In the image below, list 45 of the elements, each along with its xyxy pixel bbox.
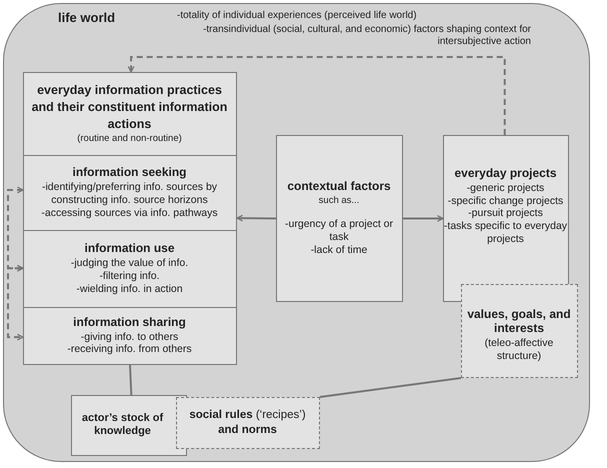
practices-box <box>22 72 236 156</box>
arrow <box>403 215 444 222</box>
body-text: -giving info. to others <box>80 330 178 344</box>
heading-text: information sharing <box>73 314 186 330</box>
information-use-box <box>22 230 236 308</box>
note-text: -totality of individual experiences (perceived life world) <box>177 10 418 22</box>
heading-text: information seeking <box>72 165 187 180</box>
social-rules-box <box>176 396 320 448</box>
life-world-container <box>3 3 590 462</box>
note-text: -transindividual (social, cultural, and economic) factors shaping context for intersubjective action <box>202 24 531 48</box>
container-title: life world <box>58 10 116 26</box>
arrow <box>128 56 506 135</box>
heading-text: values, goals, and interests <box>466 306 572 336</box>
body-text: -pursuit projects <box>468 207 543 220</box>
information-seeking-box <box>22 154 236 230</box>
body-text: -judging the value of info. <box>70 257 188 270</box>
body-text: social rules (‘recipes’) and norms <box>188 408 307 437</box>
contextual-factors-box <box>276 134 402 302</box>
heading-text: actor’s stock of knowledge <box>80 412 164 438</box>
body-text: -specific change projects <box>448 194 564 208</box>
arrow <box>236 214 276 222</box>
information-sharing-box <box>22 306 236 364</box>
body-text: -filtering info. <box>99 270 160 283</box>
body-text: -wielding info. in action <box>76 282 183 296</box>
connector-line <box>129 364 132 396</box>
body-text: such as... <box>318 194 360 206</box>
everyday-projects-box <box>442 134 568 302</box>
arrow <box>7 264 24 341</box>
arrow <box>7 186 24 272</box>
body-text: -accessing sources via info. pathways <box>41 206 218 220</box>
knowledge-box <box>70 394 186 456</box>
heading-text: everyday projects <box>454 166 557 181</box>
body-text: -lack of time <box>310 244 368 257</box>
body-text: -generic projects <box>466 182 544 195</box>
body-text: -receiving info. from others <box>67 343 192 356</box>
body-text: -tasks specific to everyday projects <box>444 220 568 246</box>
connector-line <box>320 377 462 398</box>
heading-text: contextual factors <box>287 179 391 194</box>
heading-text: everyday information practices and their constituent information actions <box>30 82 228 134</box>
body-text: -identifying/preferring info. sources by constructing info. source horizons <box>40 181 218 207</box>
body-text: (routine and non-routine) <box>77 133 182 145</box>
heading-text: information use <box>84 241 174 256</box>
body-text: -urgency of a project or task <box>284 218 394 244</box>
values-box <box>460 284 578 378</box>
body-text: (teleo-affective structure) <box>484 336 554 362</box>
